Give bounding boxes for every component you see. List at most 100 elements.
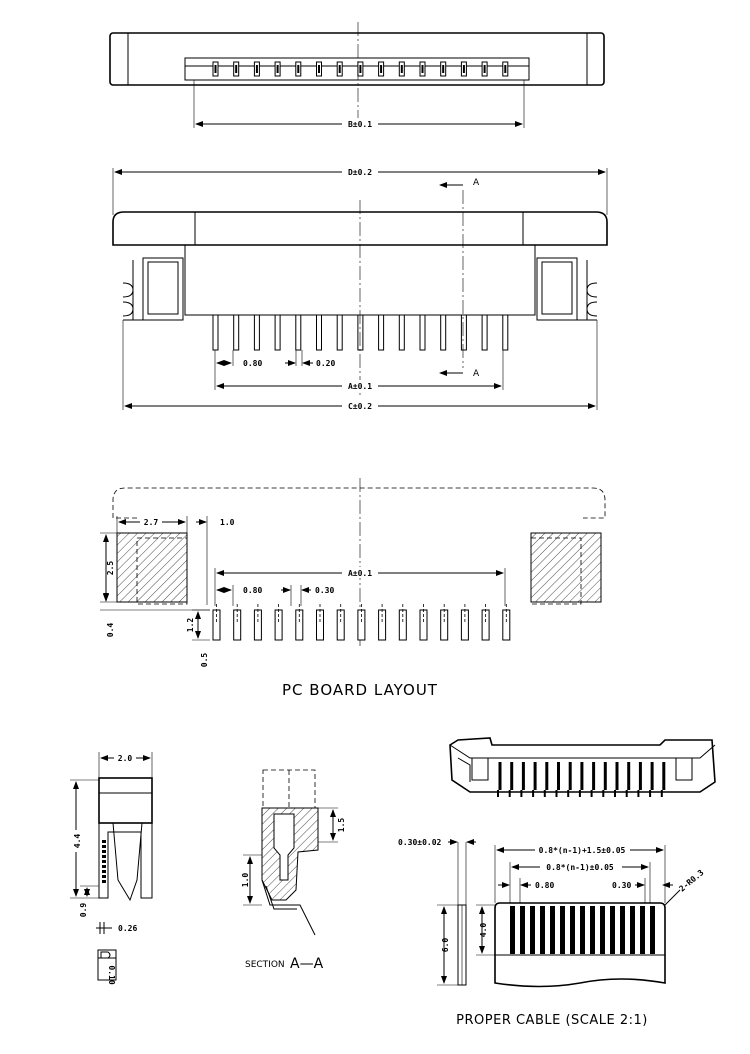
cable-pitch: 0.80 [535,881,554,890]
top-pin-core [483,65,486,73]
cable-conductor [550,906,555,954]
front-pin [378,314,385,351]
top-view-pins [212,61,509,77]
section-label-prefix: SECTION [245,960,285,970]
front-pin-width-label: 0.20 [316,359,335,368]
pcb-dimension-a: A±0.1 [348,569,372,578]
front-pin [460,314,467,351]
pcb-dim-0-5: 0.5 [200,653,209,668]
front-pin [316,314,322,351]
pcb-layout: 2.7 1.0 2.5 0.4 1.2 0.5 A±0.1 0.80 0.30 [100,478,606,699]
side-tooth [102,860,106,863]
side-dim-4-4: 4.4 [73,834,82,849]
cable-conductor [610,906,615,954]
cable-length-total: 6.0 [441,938,450,953]
top-pin-core [276,65,279,73]
top-pin-core [462,65,465,73]
pcb-dim-1-2: 1.2 [186,618,195,633]
side-dim-0-26: 0.26 [118,924,137,933]
cable-conductor [510,906,515,954]
front-pin [253,314,260,351]
cable-conductor [590,906,595,954]
side-dim-0-9: 0.9 [79,903,88,918]
top-pin-core [421,65,424,73]
front-pin [357,314,364,351]
side-tooth [102,845,106,848]
side-view: 2.0 4.4 0.9 0.26 0.10 [70,752,153,985]
side-tooth [102,855,106,858]
top-pin-core [504,65,507,73]
pcb-dim-2-5: 2.5 [106,561,115,576]
front-view-pins [212,314,509,351]
pcb-pad-width-label: 0.30 [315,586,334,595]
top-pin-core [235,65,238,73]
front-pin [502,314,509,351]
cable-conductor [560,906,565,954]
top-pin-core [380,65,383,73]
cable-conductor [580,906,585,954]
pcb-dim-2-7: 2.7 [144,518,159,527]
dimension-d: D±0.2 [348,168,372,177]
front-pin [419,314,426,351]
cable-pitch-span: 0.8*(n-1)±0.05 [546,863,614,872]
side-tooth [102,850,106,853]
top-pin-core [214,65,217,73]
pcb-dim-1-0: 1.0 [220,518,235,527]
top-pin-core [442,65,445,73]
cable-corner-radius: 2-R0.3 [678,868,706,894]
top-pin-core [400,65,403,73]
front-view: D±0.2 A A 0.80 0 [112,166,608,411]
pcb-layout-caption: PC BOARD LAYOUT [282,681,438,699]
dimension-c: C±0.2 [348,402,372,411]
section-marker-bottom: A [473,369,480,379]
top-pin-core [297,65,300,73]
cable-conductor [640,906,645,954]
front-pin [274,314,281,351]
front-pin [233,314,240,351]
pcb-pads [212,604,511,641]
section-marker-top: A [473,178,480,188]
side-view-teeth [102,840,106,883]
dimension-a: A±0.1 [348,382,372,391]
front-pin [212,314,219,351]
isometric-connector [449,737,716,797]
section-view: 1.5 1.0 SECTION A—A [241,769,346,972]
front-pin [481,314,488,351]
top-pin-core [338,65,341,73]
front-pin [440,314,447,351]
side-tooth [102,865,106,868]
cable-conductor [650,906,655,954]
cable-conductor [540,906,545,954]
front-pitch-label: 0.80 [243,359,262,368]
top-pin-core [318,65,320,73]
isometric-pins [497,762,666,797]
side-tooth [102,875,106,878]
cable-conductor-width: 0.30 [612,881,631,890]
front-pin [336,314,343,351]
cable-conductor [620,906,625,954]
section-dim-1-5: 1.5 [337,818,346,833]
pcb-pitch-label: 0.80 [243,586,262,595]
cable-conductor [630,906,635,954]
front-pin [398,314,405,351]
top-view: B±0.1 [109,22,605,130]
cable-conductor [520,906,525,954]
dimension-b: B±0.1 [348,120,372,129]
top-pin-core [255,65,258,73]
cable-conductor [530,906,535,954]
front-pin [295,314,302,351]
cable-thickness-label: 0.30±0.02 [398,838,442,847]
cable-view: 0.30±0.02 6.0 4.0 0.8*(n-1)+1.5±0.05 0.8… [398,838,706,1028]
top-pin-core [359,65,362,73]
side-dim-2-0: 2.0 [118,754,133,763]
side-tooth [102,870,106,873]
side-tooth [102,880,106,883]
section-dim-1-0: 1.0 [241,873,250,888]
cable-conductors [510,906,655,954]
cable-overall-width: 0.8*(n-1)+1.5±0.05 [539,846,626,855]
cable-conductor [600,906,605,954]
side-dim-0-10: 0.10 [107,965,116,984]
section-label-suffix: A—A [290,956,324,972]
cable-conductor [570,906,575,954]
